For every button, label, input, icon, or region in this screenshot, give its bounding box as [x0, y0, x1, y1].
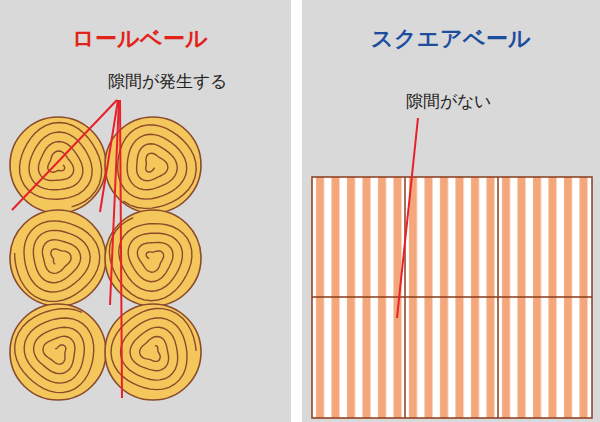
bale-spiral [15, 221, 100, 302]
bale-spiral [118, 125, 197, 208]
roll-bales [10, 117, 201, 400]
bale-spiral [15, 309, 94, 393]
panel-title: ロールベール [72, 24, 208, 54]
right-panel [302, 0, 600, 422]
leader-lines [12, 100, 418, 398]
roll-bale [105, 304, 201, 400]
roll-bale [105, 210, 201, 306]
square-bales [312, 177, 592, 418]
bale-spiral [20, 123, 102, 207]
bale-panel: ロールベール隙間が発生する [0, 0, 291, 422]
left-panel [0, 0, 291, 422]
bale-spiral [111, 309, 196, 390]
callout-note: 隙間が発生する [108, 70, 227, 93]
bale-panel: スクエアベール隙間がない [302, 0, 600, 422]
roll-bale [10, 304, 106, 400]
roll-bale [10, 117, 106, 213]
panel-title: スクエアベール [371, 24, 531, 54]
roll-bale [10, 210, 106, 306]
callout-note: 隙間がない [406, 90, 491, 113]
